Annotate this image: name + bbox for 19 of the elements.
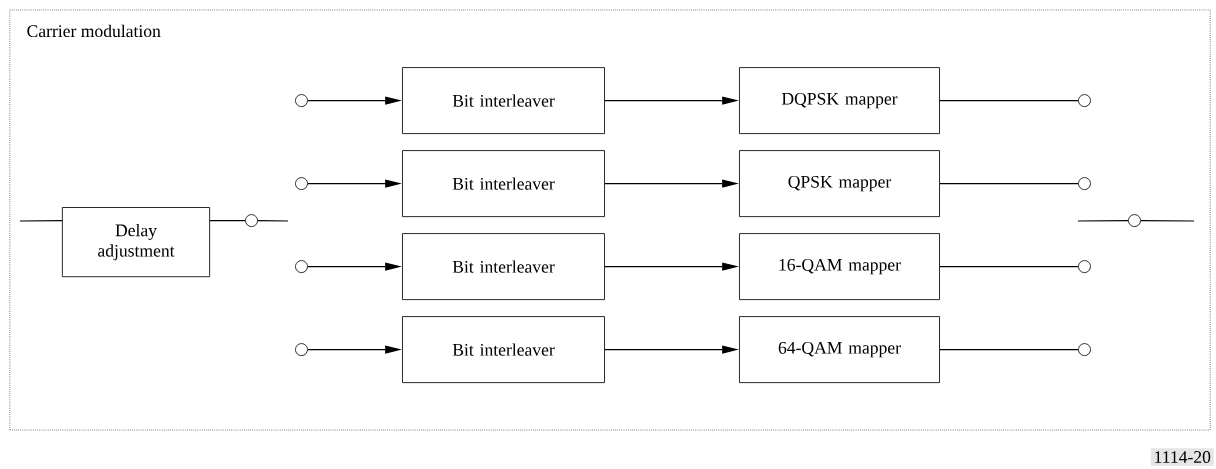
connector-line	[939, 349, 1079, 351]
connector-line	[257, 220, 289, 222]
process-box: Bit interleaver	[402, 233, 605, 301]
process-box: 16-QAM mapper	[739, 233, 940, 301]
figure-number: 1114-20	[1150, 448, 1214, 466]
connector-line	[19, 220, 63, 222]
connector-line	[1077, 220, 1129, 222]
connector-line	[939, 266, 1079, 268]
process-box: QPSK mapper	[739, 150, 940, 218]
connector-line	[1140, 220, 1195, 222]
process-box: DQPSK mapper	[739, 67, 940, 135]
connector-line	[939, 100, 1079, 102]
process-box: 64-QAM mapper	[739, 316, 940, 384]
connector-line	[209, 220, 246, 222]
process-box: Delay adjustment	[61, 207, 211, 278]
process-box: Bit interleaver	[402, 67, 605, 135]
process-box: Bit interleaver	[402, 150, 605, 218]
process-box: Bit interleaver	[402, 316, 605, 384]
connector-line	[939, 183, 1079, 185]
